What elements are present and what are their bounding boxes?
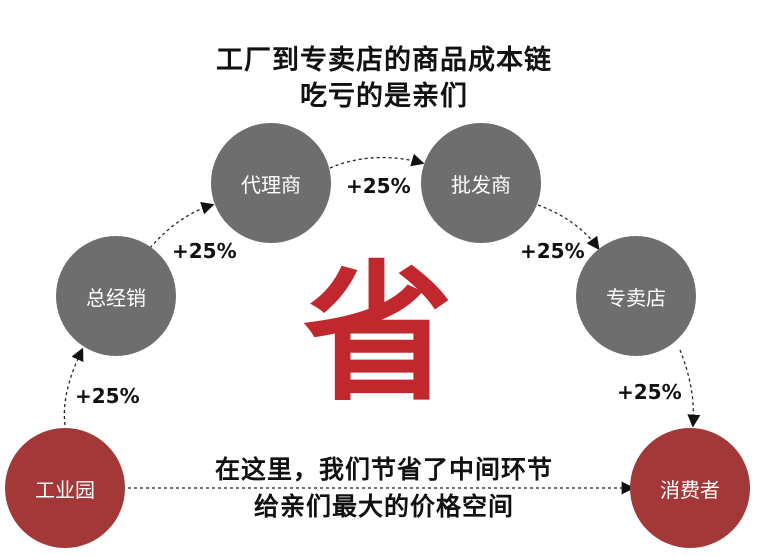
node-distributor: 总经销 [56, 236, 176, 356]
markup-store-to-consumer: +25% [617, 380, 682, 404]
node-consumer-label: 消费者 [660, 477, 720, 502]
node-distributor-label: 总经销 [86, 285, 146, 310]
arrow-factory-to-distributor [63, 347, 84, 426]
bottom-line-1: 在这里，我们节省了中间环节 [214, 455, 553, 484]
arrow-agent-to-wholesaler [329, 153, 425, 169]
node-store: 专卖店 [576, 236, 696, 356]
node-consumer: 消费者 [630, 428, 750, 548]
markup-wholesaler-to-store: +25% [520, 239, 585, 263]
node-wholesaler: 批发商 [421, 123, 541, 243]
title-line-2: 吃亏的是亲们 [300, 81, 468, 112]
arrow-distributor-to-agent [149, 201, 215, 249]
node-agent-label: 代理商 [241, 172, 301, 197]
arrow-wholesaler-to-store [537, 204, 600, 251]
markup-agent-to-wholesaler: +25% [346, 174, 411, 198]
title-line-1: 工厂到专卖店的商品成本链 [216, 45, 552, 76]
markup-distributor-to-agent: +25% [172, 239, 237, 263]
center-save-character: 省 [302, 248, 453, 422]
node-factory-label: 工业园 [35, 477, 95, 502]
bottom-line-2: 给亲们最大的价格空间 [253, 492, 514, 521]
arrow-store-to-consumer [679, 349, 701, 428]
node-store-label: 专卖店 [606, 285, 666, 310]
node-factory: 工业园 [5, 428, 125, 548]
node-wholesaler-label: 批发商 [451, 172, 511, 197]
node-agent: 代理商 [211, 123, 331, 243]
markup-factory-to-distributor: +25% [75, 384, 140, 408]
